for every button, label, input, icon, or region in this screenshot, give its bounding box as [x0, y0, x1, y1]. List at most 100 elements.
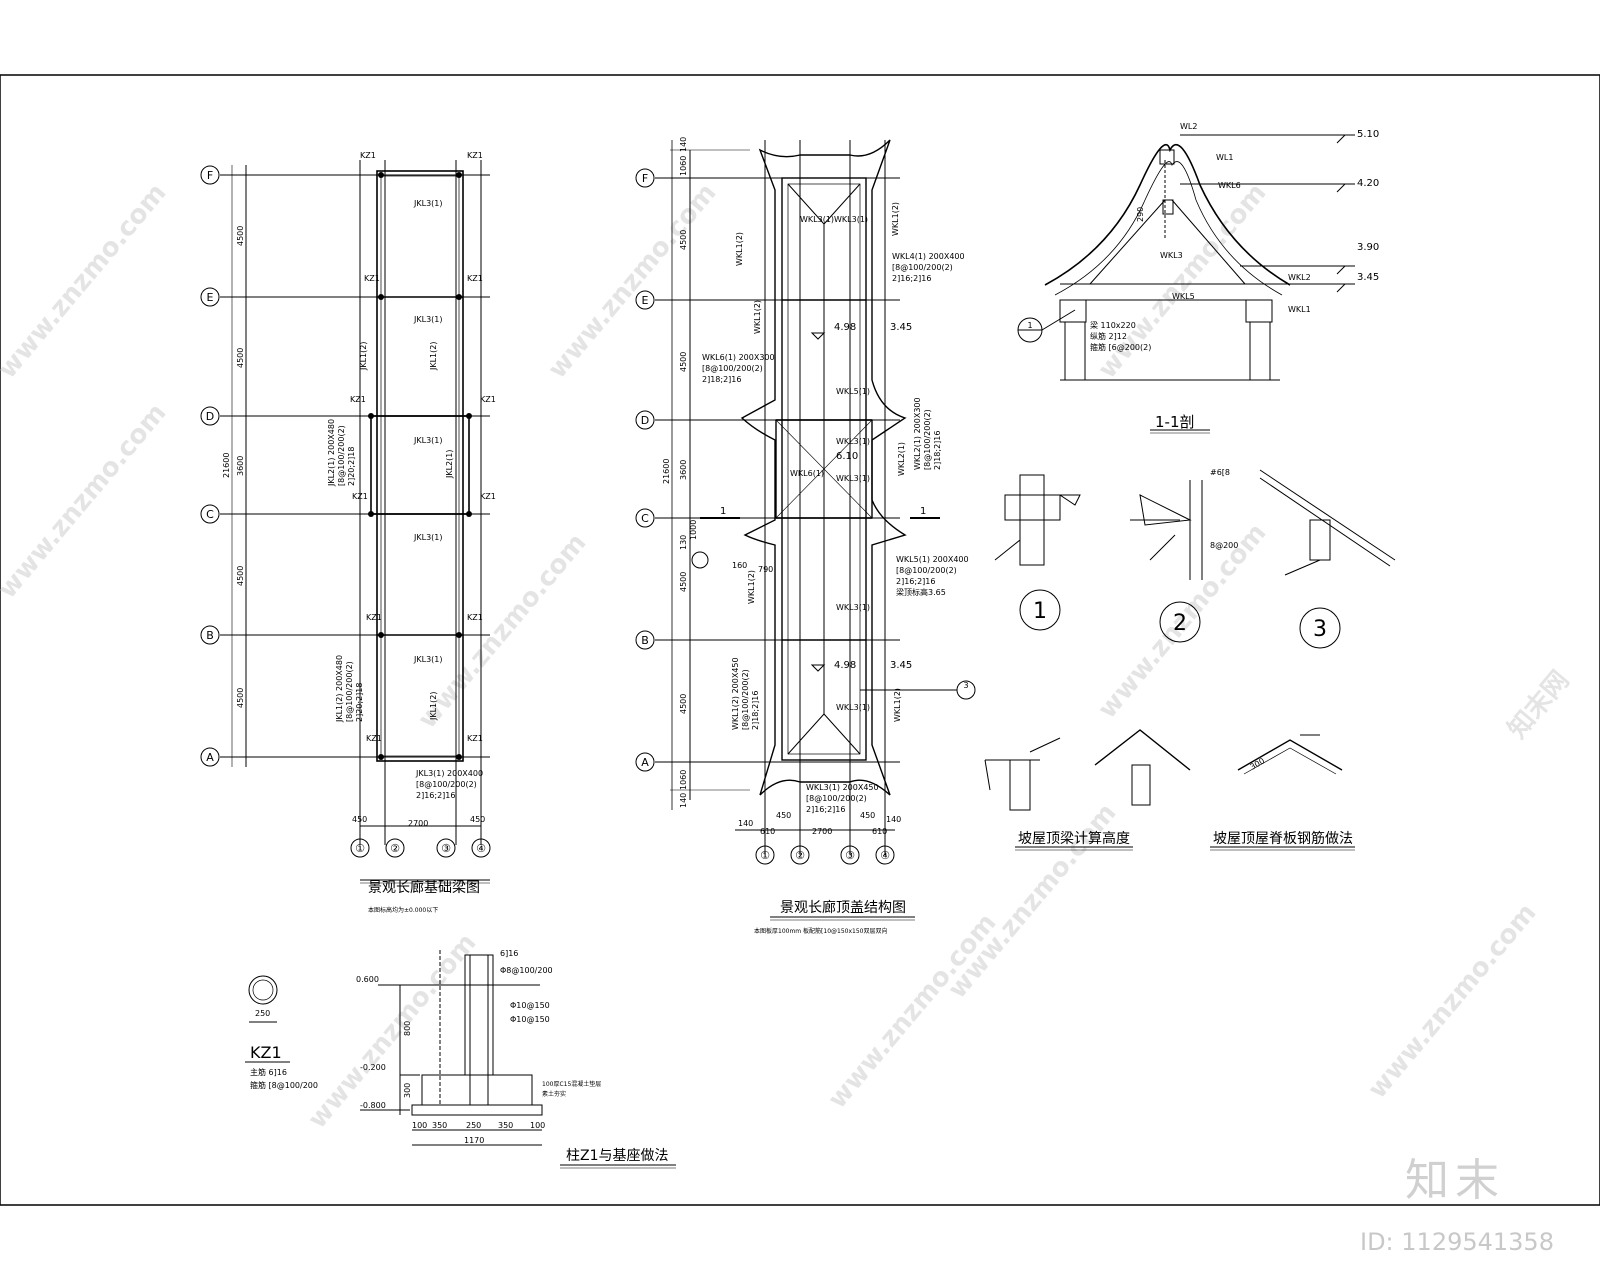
- axis-label: F: [642, 172, 648, 185]
- beam-tag: WKL2: [1288, 273, 1311, 282]
- beam-spec: 2]16;2]16: [896, 577, 935, 586]
- column-tag: KZ1: [350, 395, 366, 404]
- axis-label: C: [206, 508, 214, 521]
- axis-label: ②: [390, 842, 400, 855]
- beam-label: WKL3(1): [836, 603, 870, 612]
- beam-spec: WKL5(1) 200X400: [896, 555, 969, 564]
- elevation-mark: 3.45: [1357, 272, 1379, 283]
- dim-value: 1060: [679, 156, 688, 176]
- beam-tag: WL2: [1180, 122, 1197, 131]
- beam-spec: 2]16;2]16: [416, 791, 455, 800]
- dim-value: 450: [470, 815, 485, 824]
- dim-value: 4500: [236, 566, 245, 586]
- beam-label: JKL1(2): [429, 692, 438, 721]
- dim-value: 300: [403, 1083, 412, 1098]
- beam-spec: 纵筋 2]12: [1090, 331, 1127, 341]
- beam-label: WKL3(1): [836, 474, 870, 483]
- column-tag: KZ1: [467, 274, 483, 283]
- dim-value: 790: [758, 565, 773, 574]
- dim-value: 3600: [236, 456, 245, 476]
- beam-spec: 2]20;2]18: [347, 447, 356, 486]
- beam-spec: [8@100/200(2): [337, 425, 346, 486]
- beam-spec: 梁 110x220: [1090, 321, 1136, 330]
- beam-spec: 2]20;2]18: [355, 683, 364, 722]
- foundation-plan: [200, 160, 491, 884]
- dim-value: 140: [679, 137, 688, 152]
- watermark-brand: 知末网: [1502, 665, 1575, 744]
- column-tag: KZ1: [360, 151, 376, 160]
- dim-total: 21600: [662, 459, 671, 484]
- dim-value: 2700: [408, 819, 428, 828]
- dim-value: 160: [732, 561, 747, 570]
- rebar-spec: 6]16: [500, 949, 518, 958]
- elevation-mark: 6.10: [836, 451, 858, 462]
- dim-value: 130: [679, 535, 688, 550]
- beam-spec: JKL3(1) 200X400: [415, 769, 483, 778]
- column-tag: KZ1: [364, 274, 380, 283]
- rebar-spec: #6[8: [1210, 468, 1230, 477]
- beam-spec: 2]18;2]16: [702, 375, 741, 384]
- column-tag: KZ1: [480, 492, 496, 501]
- column-tag: KZ1: [480, 395, 496, 404]
- axis-label: D: [641, 414, 649, 427]
- column-spec: 主筋 6]16: [250, 1067, 287, 1077]
- watermark-url: www.znzmo.com: [0, 178, 172, 384]
- beam-spec: WKL2(1) 200X300: [913, 397, 922, 470]
- beam-label: JKL2(1): [445, 450, 454, 479]
- beam-spec: WKL3(1) 200X450: [806, 783, 879, 792]
- elevation-mark: 4.98: [834, 322, 856, 333]
- details: [984, 469, 1396, 851]
- roof-plan: [635, 139, 976, 921]
- dim-value: 610: [760, 827, 775, 836]
- axis-label: ③: [845, 849, 855, 862]
- section-1-1: [1017, 134, 1355, 434]
- axis-label: ②: [795, 849, 805, 862]
- beam-tag: WKL1: [1288, 305, 1311, 314]
- dim-value: 100: [530, 1121, 545, 1130]
- dim-total: 21600: [222, 453, 231, 478]
- column-tag: KZ1: [250, 1043, 282, 1062]
- rebar-spec: Φ10@150: [510, 1001, 550, 1010]
- axis-label: A: [206, 751, 214, 764]
- dim-value: 450: [860, 811, 875, 820]
- beam-spec: 2]16;2]16: [892, 274, 931, 283]
- pad-note: 素土夯实: [542, 1090, 566, 1098]
- axis-label: B: [206, 629, 214, 642]
- beam-label: WKL3(1): [834, 215, 868, 224]
- watermark-url: www.znzmo.com: [0, 398, 172, 604]
- beam-label: WKL1(2): [747, 570, 756, 604]
- dim-value: 450: [352, 815, 367, 824]
- beam-spec: JKL1(2) 200X480: [335, 655, 344, 723]
- elevation-mark: 0.600: [356, 975, 379, 984]
- beam-spec: WKL6(1) 200X300: [702, 353, 775, 362]
- beam-spec: JKL2(1) 200X480: [327, 419, 336, 487]
- dim-value: 1000: [689, 520, 698, 540]
- watermark-url: www.znzmo.com: [302, 928, 482, 1134]
- axis-label: E: [642, 294, 649, 307]
- beam-label: JKL3(1): [413, 655, 442, 664]
- dim-value: 140: [886, 815, 901, 824]
- dim-value: 3600: [679, 460, 688, 480]
- elevation-mark: 3.45: [890, 322, 912, 333]
- brand-logo: 知末: [1405, 1155, 1505, 1206]
- beam-label: WKL1(2): [891, 202, 900, 236]
- axis-label: C: [641, 512, 649, 525]
- axis-label: F: [207, 169, 213, 182]
- elevation-mark: 4.98: [834, 660, 856, 671]
- sheet-frame: [0, 74, 1600, 1206]
- column-tag: KZ1: [467, 151, 483, 160]
- column-tag: KZ1: [352, 492, 368, 501]
- watermark-url: www.znzmo.com: [1362, 898, 1542, 1104]
- elevation-mark: 4.20: [1357, 178, 1379, 189]
- beam-spec: [8@100/200(2): [702, 364, 763, 373]
- beam-label: WKL5(1): [836, 387, 870, 396]
- dim-value: 4500: [236, 226, 245, 246]
- dim-value: 4500: [236, 688, 245, 708]
- roof-plan-text: F E D C B A ① ② ③ ④ 140 1060 4500 4500 3…: [641, 137, 969, 935]
- axis-label: B: [641, 634, 649, 647]
- axis-label: ①: [760, 849, 770, 862]
- beam-spec: [8@100/200(2): [345, 661, 354, 722]
- detail-ref: 3: [963, 681, 968, 690]
- dim-value: 290: [1136, 207, 1145, 222]
- elevation-mark: -0.800: [360, 1101, 386, 1110]
